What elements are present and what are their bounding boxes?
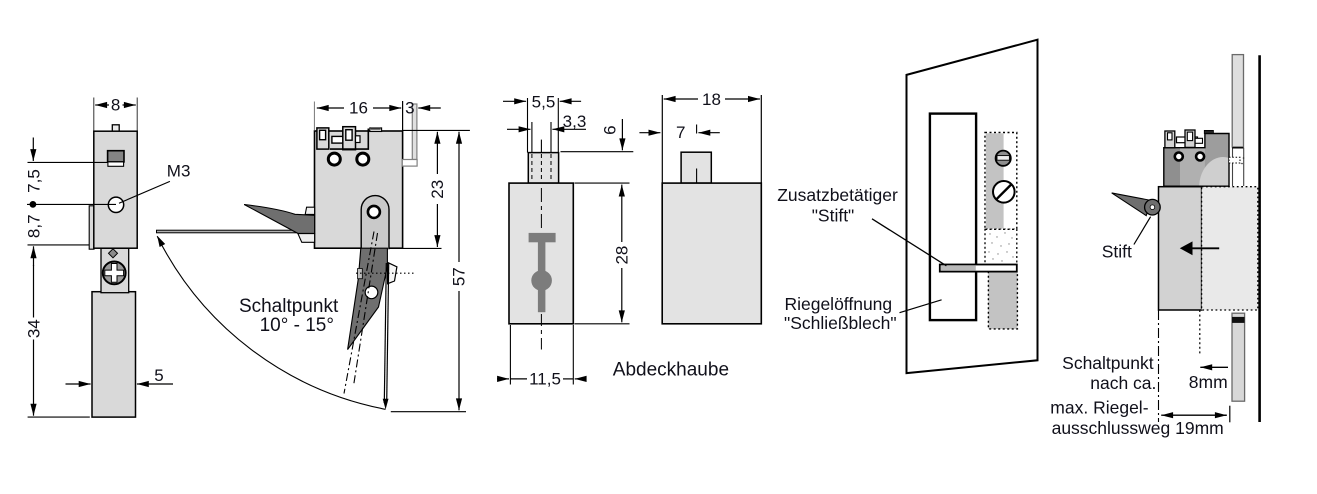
svg-text:11,5: 11,5 bbox=[529, 370, 561, 389]
svg-text:5: 5 bbox=[154, 366, 163, 385]
svg-text:"Stift": "Stift" bbox=[812, 205, 855, 225]
svg-text:34: 34 bbox=[25, 319, 44, 338]
svg-text:nach ca.: nach ca. bbox=[1090, 373, 1156, 393]
svg-text:Schaltpunkt: Schaltpunkt bbox=[1062, 353, 1154, 373]
svg-text:8,7: 8,7 bbox=[25, 214, 44, 238]
svg-text:5,5: 5,5 bbox=[532, 93, 556, 112]
svg-text:18: 18 bbox=[702, 90, 721, 109]
svg-text:16: 16 bbox=[349, 99, 368, 118]
svg-text:7,5: 7,5 bbox=[25, 169, 44, 193]
svg-text:7: 7 bbox=[676, 123, 685, 142]
svg-text:M3: M3 bbox=[167, 162, 191, 181]
svg-text:3,3: 3,3 bbox=[563, 112, 587, 131]
svg-text:Riegelöffnung: Riegelöffnung bbox=[784, 294, 892, 314]
svg-text:"Schließblech": "Schließblech" bbox=[784, 313, 897, 333]
svg-text:Zusatzbetätiger: Zusatzbetätiger bbox=[777, 185, 898, 205]
svg-text:Schaltpunkt: Schaltpunkt bbox=[239, 296, 339, 317]
svg-text:10° - 15°: 10° - 15° bbox=[260, 315, 334, 336]
svg-text:max. Riegel-: max. Riegel- bbox=[1050, 398, 1148, 418]
svg-text:ausschlussweg 19mm: ausschlussweg 19mm bbox=[1052, 418, 1224, 438]
svg-text:8: 8 bbox=[111, 96, 120, 115]
svg-text:Stift: Stift bbox=[1102, 242, 1132, 262]
svg-text:Abdeckhaube: Abdeckhaube bbox=[613, 360, 729, 381]
svg-text:3: 3 bbox=[405, 99, 414, 118]
svg-text:23: 23 bbox=[428, 180, 447, 199]
svg-text:28: 28 bbox=[613, 246, 632, 265]
svg-text:57: 57 bbox=[450, 267, 469, 286]
svg-text:8mm: 8mm bbox=[1189, 372, 1228, 392]
svg-text:6: 6 bbox=[601, 125, 620, 134]
